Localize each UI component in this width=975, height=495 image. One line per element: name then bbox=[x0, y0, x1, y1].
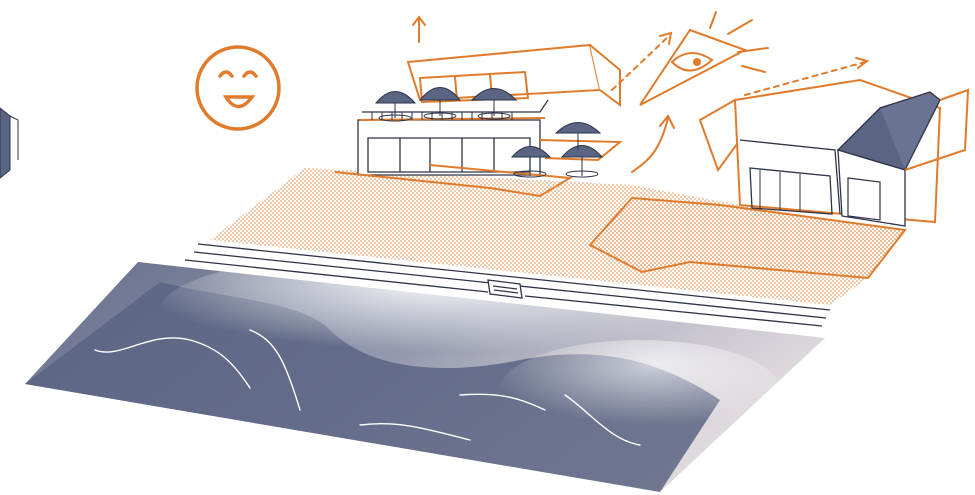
smiley-face-icon bbox=[195, 45, 281, 131]
cafe-building bbox=[334, 43, 623, 198]
dashed-arrow-icon bbox=[611, 34, 866, 96]
up-arrow-icon bbox=[412, 15, 426, 43]
umbrella-poles bbox=[378, 100, 599, 178]
umbrella-icon bbox=[374, 87, 604, 158]
road bbox=[184, 243, 831, 327]
curved-arrow-icon bbox=[631, 114, 675, 173]
left-building-fragment bbox=[0, 107, 19, 179]
right-buildings bbox=[698, 78, 970, 227]
water-area bbox=[25, 250, 825, 492]
promenade-area bbox=[210, 168, 907, 305]
eye-icon bbox=[639, 11, 769, 106]
arrow-heads bbox=[659, 31, 870, 69]
